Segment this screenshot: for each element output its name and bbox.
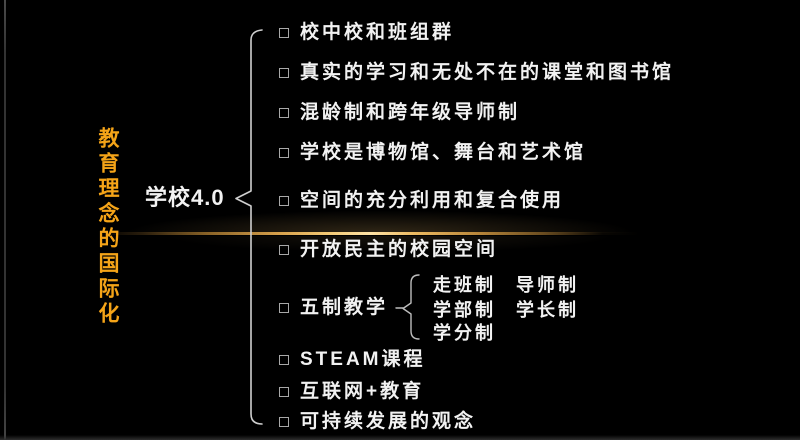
- bullet-square-icon: [279, 196, 289, 206]
- gold-divider-line: [100, 232, 640, 235]
- list-item-label: 真实的学习和无处不在的课堂和图书馆: [300, 62, 675, 83]
- list-item: 校中校和班组群: [279, 22, 454, 44]
- list-item-label: 五制教学: [300, 297, 389, 318]
- list-item: STEAM课程: [279, 349, 426, 371]
- bullet-square-icon: [279, 68, 289, 78]
- sub-item-label: 学部制: [433, 300, 496, 320]
- divider-glow-below: [140, 236, 640, 258]
- list-item-label: STEAM课程: [300, 349, 426, 370]
- bullet-square-icon: [279, 28, 289, 38]
- bullet-square-icon: [279, 108, 289, 118]
- list-item: 五制教学: [279, 297, 388, 319]
- sub-item-label: 学长制: [516, 300, 579, 320]
- root-node-label: 学校4.0: [145, 185, 225, 210]
- sub-item-label: 学分制: [433, 323, 496, 343]
- list-item: 开放民主的校园空间: [279, 239, 498, 261]
- list-item-label: 混龄制和跨年级导师制: [300, 102, 521, 123]
- sub-item-label: 导师制: [516, 275, 579, 295]
- list-item-label: 可持续发展的观念: [300, 411, 477, 432]
- list-item: 可持续发展的观念: [279, 411, 476, 433]
- list-item-label: 开放民主的校园空间: [300, 239, 499, 260]
- vertical-section-title: 教育理念的国际化: [96, 127, 119, 327]
- list-item-label: 校中校和班组群: [300, 22, 455, 43]
- bullet-square-icon: [279, 417, 289, 427]
- list-item: 空间的充分利用和复合使用: [279, 190, 564, 212]
- list-item-label: 学校是博物馆、舞台和艺术馆: [300, 142, 587, 163]
- list-item-label: 互联网+教育: [300, 381, 425, 402]
- sub-item-label: 走班制: [433, 275, 496, 295]
- divider-glow-above: [120, 203, 640, 233]
- bullet-square-icon: [279, 148, 289, 158]
- list-item: 互联网+教育: [279, 381, 424, 403]
- bullet-square-icon: [279, 355, 289, 365]
- bullet-square-icon: [279, 387, 289, 397]
- slide-left-edge-line: [4, 0, 6, 440]
- bullet-square-icon: [279, 245, 289, 255]
- list-item-label: 空间的充分利用和复合使用: [300, 190, 565, 211]
- list-item: 真实的学习和无处不在的课堂和图书馆: [279, 62, 674, 84]
- list-item: 学校是博物馆、舞台和艺术馆: [279, 142, 586, 164]
- list-item: 混龄制和跨年级导师制: [279, 102, 520, 124]
- slide-bottom-edge-line: [0, 435, 800, 440]
- bullet-square-icon: [279, 303, 289, 313]
- sub-brace: [402, 274, 420, 340]
